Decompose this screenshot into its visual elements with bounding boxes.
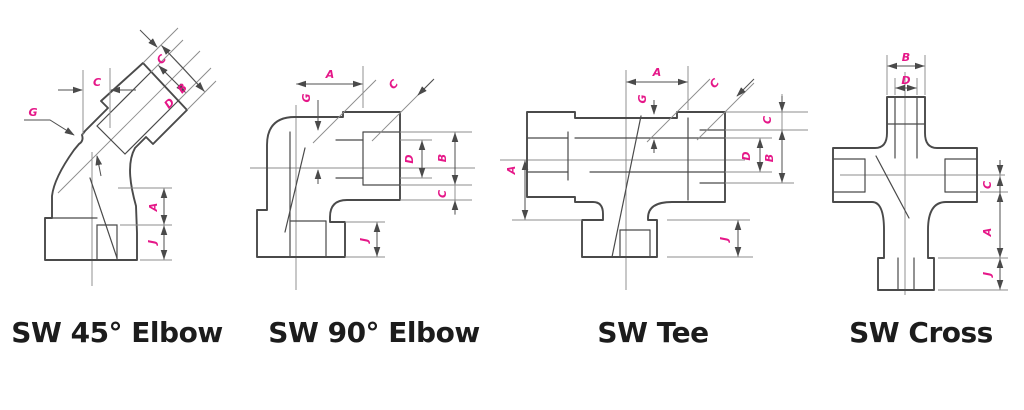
fittings-diagram: C G C B D A J xyxy=(24,27,1008,295)
inner-lines xyxy=(44,71,180,261)
dim-label-g: G xyxy=(636,94,649,103)
dimension-lines xyxy=(24,27,217,261)
dim-label-j: J xyxy=(718,237,731,243)
drawing-sw-tee: A G C C D B A J xyxy=(500,66,808,290)
caption-sw-45-elbow: SW 45° Elbow xyxy=(11,316,223,349)
dim-label-j: J xyxy=(981,272,994,278)
drawing-sw-cross: B D C A J xyxy=(832,51,1008,295)
dim-label-b: B xyxy=(763,154,776,162)
body-outline xyxy=(44,62,188,261)
inner-lines xyxy=(284,131,401,258)
dim-label-d: D xyxy=(901,74,910,87)
centerlines xyxy=(500,70,745,290)
dimension-lines xyxy=(296,66,472,258)
caption-sw-tee: SW Tee xyxy=(597,316,709,349)
drawing-sw-45-elbow: C G C B D A J xyxy=(24,27,217,286)
dim-label-a2: A xyxy=(505,166,518,176)
dim-label-g: G xyxy=(300,93,313,102)
dim-label-c: C xyxy=(93,76,101,89)
caption-sw-cross: SW Cross xyxy=(849,316,993,349)
dim-label-a: A xyxy=(147,203,160,213)
body-outline xyxy=(256,111,401,258)
centerlines xyxy=(57,50,201,286)
body-outline xyxy=(832,96,978,291)
dim-label-b: B xyxy=(175,81,190,96)
caption-sw-90-elbow: SW 90° Elbow xyxy=(268,316,480,349)
dim-label-j: J xyxy=(358,238,371,244)
dim-label-d: D xyxy=(740,151,753,160)
dim-label-c2: C xyxy=(707,76,722,91)
dimension-lines xyxy=(512,66,808,258)
dim-label-b: B xyxy=(436,154,449,162)
dim-label-c2: C xyxy=(386,77,401,92)
dim-label-b: B xyxy=(902,51,910,64)
dimension-lines xyxy=(886,55,1008,291)
dim-label-g: G xyxy=(28,106,37,119)
drawing-sw-90-elbow: A G C D B C J xyxy=(250,66,475,290)
dim-label-j: J xyxy=(146,240,159,246)
dim-label-a: A xyxy=(325,68,335,81)
inner-lines xyxy=(832,96,978,291)
dim-label-d: D xyxy=(403,154,416,163)
dim-label-c2: C xyxy=(154,52,169,67)
dim-label-c: C xyxy=(981,181,994,189)
dim-label-a: A xyxy=(652,66,662,79)
dim-label-c: C xyxy=(761,116,774,124)
body-outline xyxy=(526,111,726,258)
dim-label-a: A xyxy=(981,228,994,238)
inner-lines xyxy=(526,115,726,258)
dim-label-c: C xyxy=(436,190,449,198)
